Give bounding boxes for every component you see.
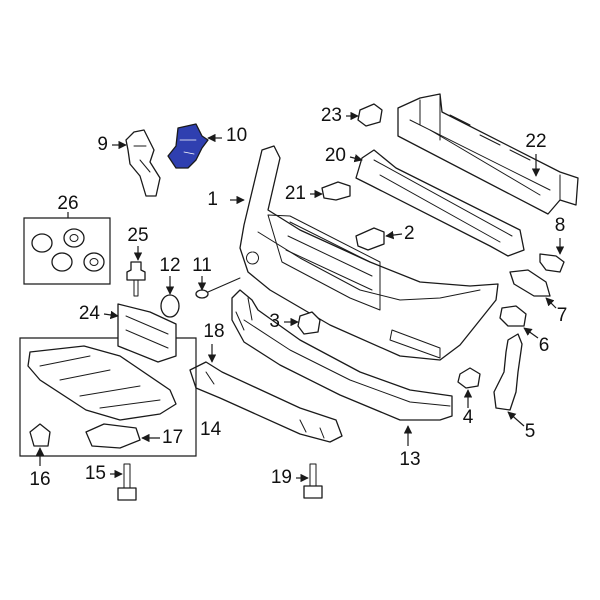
part-5-side-bracket[interactable]	[493, 333, 523, 411]
callout-23: 23	[321, 105, 342, 126]
part-18-lower-bracket[interactable]	[189, 361, 343, 443]
part-23-bolt[interactable]	[357, 103, 383, 127]
part-15-bolt[interactable]	[117, 463, 137, 501]
callout-24: 24	[79, 303, 101, 324]
callout-3: 3	[269, 311, 280, 332]
callout-12: 12	[159, 255, 180, 276]
callout-25: 25	[127, 225, 148, 246]
part-4-clip[interactable]	[457, 367, 481, 389]
part-7-bracket[interactable]	[509, 269, 551, 297]
part-25-bolt[interactable]	[126, 261, 146, 297]
callout-5: 5	[525, 421, 536, 442]
part-6-bolt[interactable]	[499, 305, 527, 327]
callout-20: 20	[325, 145, 346, 166]
callout-11: 11	[192, 255, 212, 276]
callout-19: 19	[271, 467, 292, 488]
part-17-undertray-panel[interactable]	[85, 423, 141, 449]
part-20-energy-absorber[interactable]	[355, 149, 525, 257]
callout-18: 18	[203, 321, 224, 342]
callout-8: 8	[555, 215, 566, 236]
part-26-clip-set[interactable]	[23, 217, 111, 285]
callout-15: 15	[85, 463, 106, 484]
part-19-bolt[interactable]	[303, 463, 323, 499]
part-16-clip[interactable]	[29, 423, 51, 447]
part-24-bracket-plate[interactable]	[117, 303, 177, 363]
callout-13: 13	[399, 449, 420, 470]
callout-16: 16	[29, 469, 50, 490]
callout-14: 14	[200, 419, 222, 440]
callout-7: 7	[557, 305, 568, 326]
part-13-lower-cover[interactable]	[231, 289, 453, 421]
callout-26: 26	[57, 193, 78, 214]
part-12-cap[interactable]	[160, 294, 180, 318]
part-22-reinforcement-bar[interactable]	[397, 93, 579, 215]
part-8-bolt[interactable]	[539, 253, 565, 273]
part-2-bolt[interactable]	[355, 227, 385, 251]
callout-labels: 1 2 3 4 5 6 7 8 9 10 11 12 13 14 15 16 1…	[29, 105, 567, 490]
leader-lines	[35, 111, 565, 483]
part-9-side-bracket[interactable]	[125, 129, 161, 197]
callout-2: 2	[404, 223, 415, 244]
callout-21: 21	[285, 183, 306, 204]
callout-4: 4	[463, 407, 474, 428]
callout-17: 17	[162, 427, 183, 448]
callout-10: 10	[226, 125, 247, 146]
callout-6: 6	[539, 335, 550, 356]
part-10-mounting-bracket[interactable]	[167, 123, 209, 169]
part-1-bumper-cover[interactable]	[239, 145, 499, 361]
callout-22: 22	[525, 131, 546, 152]
callout-9: 9	[97, 134, 108, 155]
callout-1: 1	[207, 189, 218, 210]
part-21-retainer[interactable]	[321, 181, 351, 201]
